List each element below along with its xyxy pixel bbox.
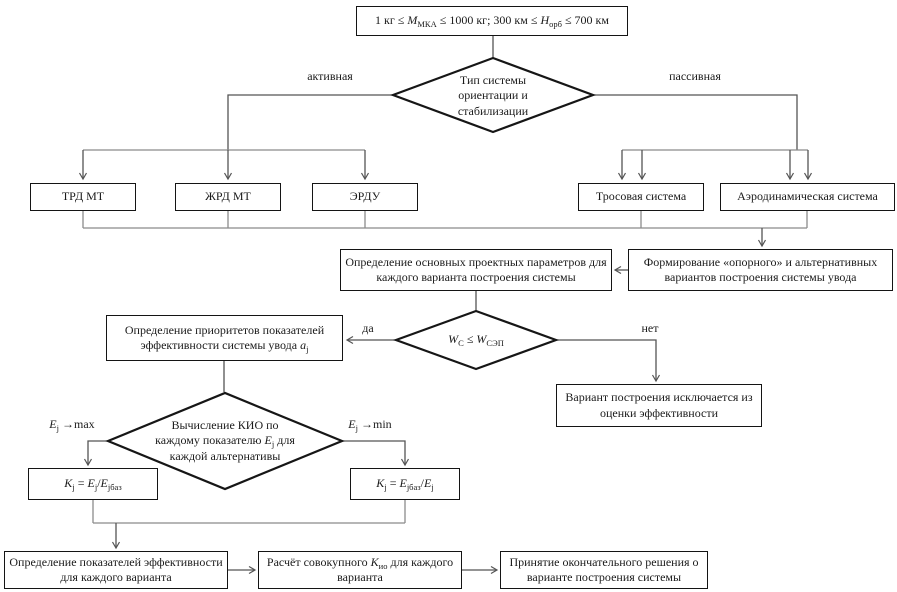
node-k-min: Kj = Ejбаз/Ej [350, 468, 460, 500]
node-aero-system: Аэродинамическая система [720, 183, 895, 211]
edge-passive-branch [593, 94, 798, 150]
constraint-text: 1 кг ≤ MМКА ≤ 1000 кг; 300 км ≤ Hорб ≤ 7… [375, 13, 609, 30]
node-priorities: Определение приоритетов показателей эффе… [106, 315, 343, 361]
arrow-kio-min [342, 440, 410, 467]
priorities-text: Определение приоритетов показателей эффе… [124, 322, 325, 354]
node-variant-forming: Формирование «опорного» и альтернативных… [628, 249, 893, 291]
node-constraint: 1 кг ≤ MМКА ≤ 1000 кг; 300 км ≤ Hорб ≤ 7… [356, 6, 628, 36]
edge-label-ej-min: Ej →min [348, 417, 392, 433]
edge-label-ej-max: Ej →max [49, 417, 95, 433]
edge-label-yes: да [362, 321, 374, 335]
node-trd-mt: ТРД МТ [30, 183, 136, 211]
arrow-kio-max [83, 440, 108, 467]
edge-active-branch [227, 94, 393, 150]
node-erdu: ЭРДУ [312, 183, 418, 211]
k-max-formula: Kj = Ej/Ejбаз [64, 476, 122, 493]
arrow-w-no [556, 339, 661, 383]
edge-label-passive: пассивная [669, 69, 721, 83]
decision-kio-shape [105, 391, 345, 491]
node-design-params: Определение основных проектных параметро… [340, 249, 612, 291]
node-final-decision: Принятие окончательного решения о вариан… [500, 551, 708, 589]
edge-label-active: активная [307, 69, 353, 83]
node-variant-excluded: Вариант построения исключается из оценки… [556, 384, 762, 427]
node-tether-system: Тросовая система [578, 183, 704, 211]
aggregate-k-text: Расчёт совокупного Kио для каждого вариа… [266, 554, 454, 584]
node-indicators: Определение показателей эффективности дл… [4, 551, 228, 589]
edge-label-no: нет [641, 321, 659, 335]
node-k-max: Kj = Ej/Ejбаз [28, 468, 158, 500]
decision-w-shape [392, 309, 560, 371]
decision-orientation-shape [389, 56, 597, 134]
node-aggregate-k: Расчёт совокупного Kио для каждого вариа… [258, 551, 462, 589]
k-min-formula: Kj = Ejбаз/Ej [376, 476, 434, 493]
node-zhrd-mt: ЖРД МТ [175, 183, 281, 211]
